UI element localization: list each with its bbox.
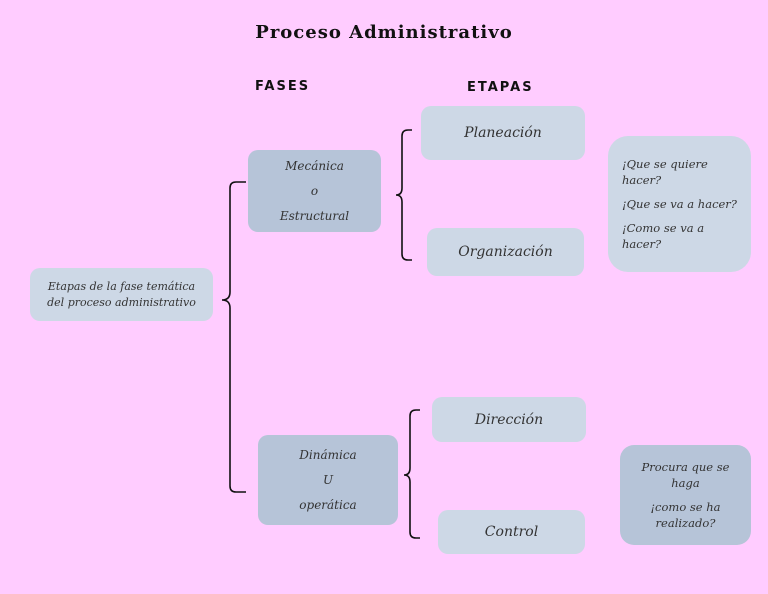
root-node: Etapas de la fase temática del proceso a… (30, 268, 213, 321)
etapa-organizacion-node: Organización (427, 228, 584, 276)
fases-header: FASES (255, 79, 311, 94)
etapa-control-node: Control (438, 510, 585, 554)
diagram-title: Proceso Administrativo (255, 22, 513, 43)
dinamica-bracket (403, 409, 420, 539)
dinamica-note: Procura que se haga ¡como se ha realizad… (620, 445, 751, 545)
fase-dinamica-node: Dinámica U operática (258, 435, 398, 525)
etapa-direccion-node: Dirección (432, 397, 586, 442)
fase-mecanica-node: Mecánica o Estructural (248, 150, 381, 232)
mecanica-questions-note: ¡Que se quiere hacer? ¡Que se va a hacer… (608, 136, 751, 272)
main-bracket (221, 181, 246, 493)
etapas-header: ETAPAS (467, 80, 534, 95)
mecanica-bracket (395, 129, 412, 261)
etapa-planeacion-node: Planeación (421, 106, 585, 160)
